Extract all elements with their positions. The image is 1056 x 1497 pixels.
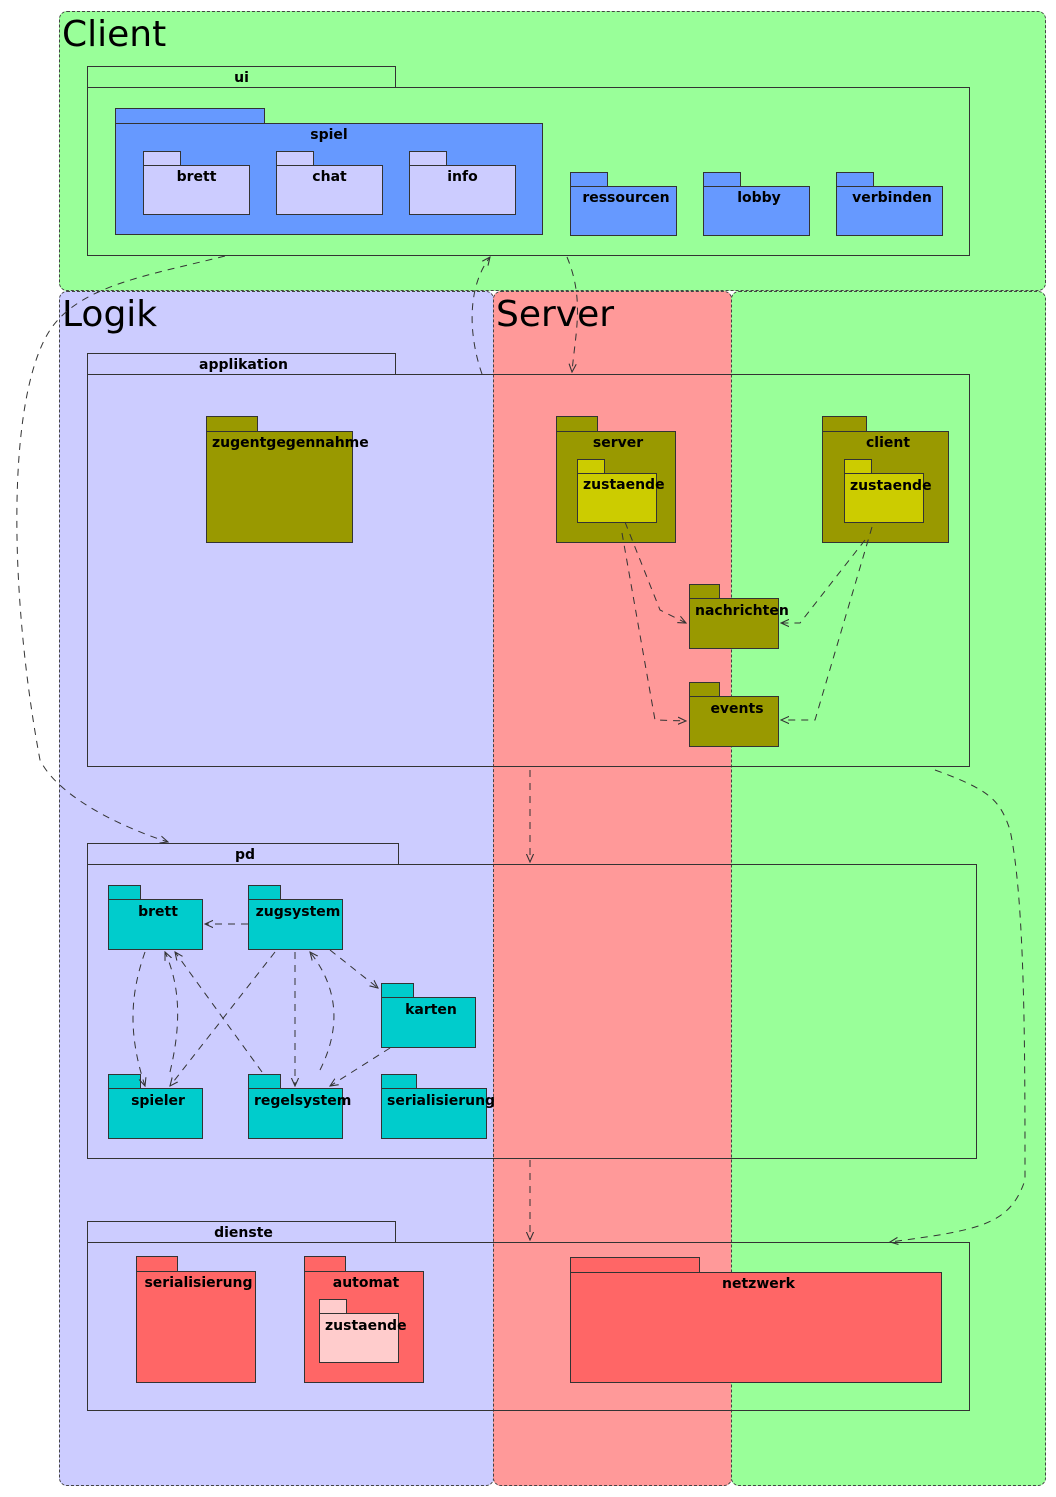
verbinden-package-label: verbinden [852, 190, 932, 206]
logik-region-title: Logik [62, 294, 158, 335]
dep-applikation-to-ui [471, 257, 490, 375]
events-package[interactable] [689, 696, 779, 747]
dienste-package-label: dienste [214, 1225, 273, 1241]
verbinden-package[interactable] [836, 186, 943, 236]
ui-package[interactable] [87, 87, 970, 256]
nachrichten-package[interactable] [689, 598, 779, 649]
dep-regelsystem-to-brett [175, 952, 263, 1073]
dep-ui-to-applikation [566, 256, 578, 372]
brett-ui-package-label: brett [176, 169, 217, 185]
zugsystem-package[interactable] [248, 899, 343, 950]
server-package-label: server [592, 435, 644, 451]
automat-package-label: automat [332, 1275, 400, 1291]
netzwerk-package-label: netzwerk [722, 1276, 795, 1292]
dep-regelsystem-to-zugsystem [310, 952, 335, 1071]
regelsystem-package[interactable] [248, 1088, 343, 1139]
ui-package-label: ui [234, 70, 249, 86]
serialisierung-dienste-package[interactable] [136, 1271, 256, 1383]
brett-pd-package[interactable] [108, 899, 203, 950]
automat-zustaende-package[interactable] [319, 1313, 399, 1363]
applikation-package[interactable] [87, 374, 970, 767]
chat-package[interactable] [276, 165, 383, 215]
info-package[interactable] [409, 165, 516, 215]
ressourcen-package[interactable] [570, 186, 677, 236]
spieler-package-label: spieler [131, 1093, 185, 1109]
client-region-title: Client [62, 14, 167, 55]
dienste-package[interactable] [87, 1242, 970, 1411]
netzwerk-package[interactable] [570, 1272, 942, 1383]
nachrichten-package-label: nachrichten [695, 603, 789, 619]
dep-zugsystem-to-karten [329, 949, 378, 988]
zugentgegennahme-package[interactable] [206, 431, 353, 543]
serialisierung-dienste-package-label: serialisierung [144, 1275, 253, 1291]
spieler-package[interactable] [108, 1088, 203, 1139]
server-zustaende-package[interactable] [577, 473, 657, 523]
serialisierung-pd-package[interactable] [381, 1088, 487, 1139]
dep-brett-to-spieler [132, 951, 145, 1086]
server-zustaende-package-label: zustaende [583, 477, 665, 493]
dep-server-zustaende-to-nachrichten [624, 521, 686, 623]
applikation-package-label: applikation [199, 357, 288, 373]
dep-client-zustaende-to-events [781, 526, 873, 720]
dep-ui-to-pd [16, 255, 226, 842]
server-region-title: Server [496, 294, 615, 335]
brett-ui-package[interactable] [143, 165, 250, 215]
ressourcen-package-label: ressourcen [582, 190, 670, 206]
karten-package[interactable] [381, 997, 476, 1048]
automat-zustaende-package-label: zustaende [325, 1318, 407, 1334]
client-zustaende-package-label: zustaende [850, 478, 932, 494]
zugentgegennahme-package-label: zugentgegennahme [212, 435, 369, 451]
dep-applikation-to-netzwerk [890, 769, 1026, 1242]
client-zustaende-package[interactable] [844, 473, 924, 523]
info-package-label: info [447, 169, 478, 185]
dep-zugsystem-to-spieler [170, 951, 276, 1086]
chat-package-label: chat [312, 169, 347, 185]
pd-package[interactable] [87, 864, 977, 1159]
client-package-label: client [865, 435, 911, 451]
dep-client-zustaende-to-nachrichten [781, 539, 866, 623]
karten-package-label: karten [405, 1002, 457, 1018]
spiel-package-label: spiel [310, 127, 348, 143]
dep-server-zustaende-to-events [621, 532, 686, 721]
regelsystem-package-label: regelsystem [254, 1093, 352, 1109]
brett-pd-package-label: brett [138, 904, 178, 920]
events-package-label: events [710, 701, 764, 717]
dep-spieler-to-brett [165, 952, 179, 1073]
serialisierung-pd-package-label: serialisierung [387, 1093, 496, 1109]
pd-package-label: pd [234, 847, 256, 863]
lobby-package[interactable] [703, 186, 810, 236]
lobby-package-label: lobby [737, 190, 781, 206]
dep-karten-to-regelsystem [330, 1047, 391, 1086]
zugsystem-package-label: zugsystem [255, 904, 341, 920]
